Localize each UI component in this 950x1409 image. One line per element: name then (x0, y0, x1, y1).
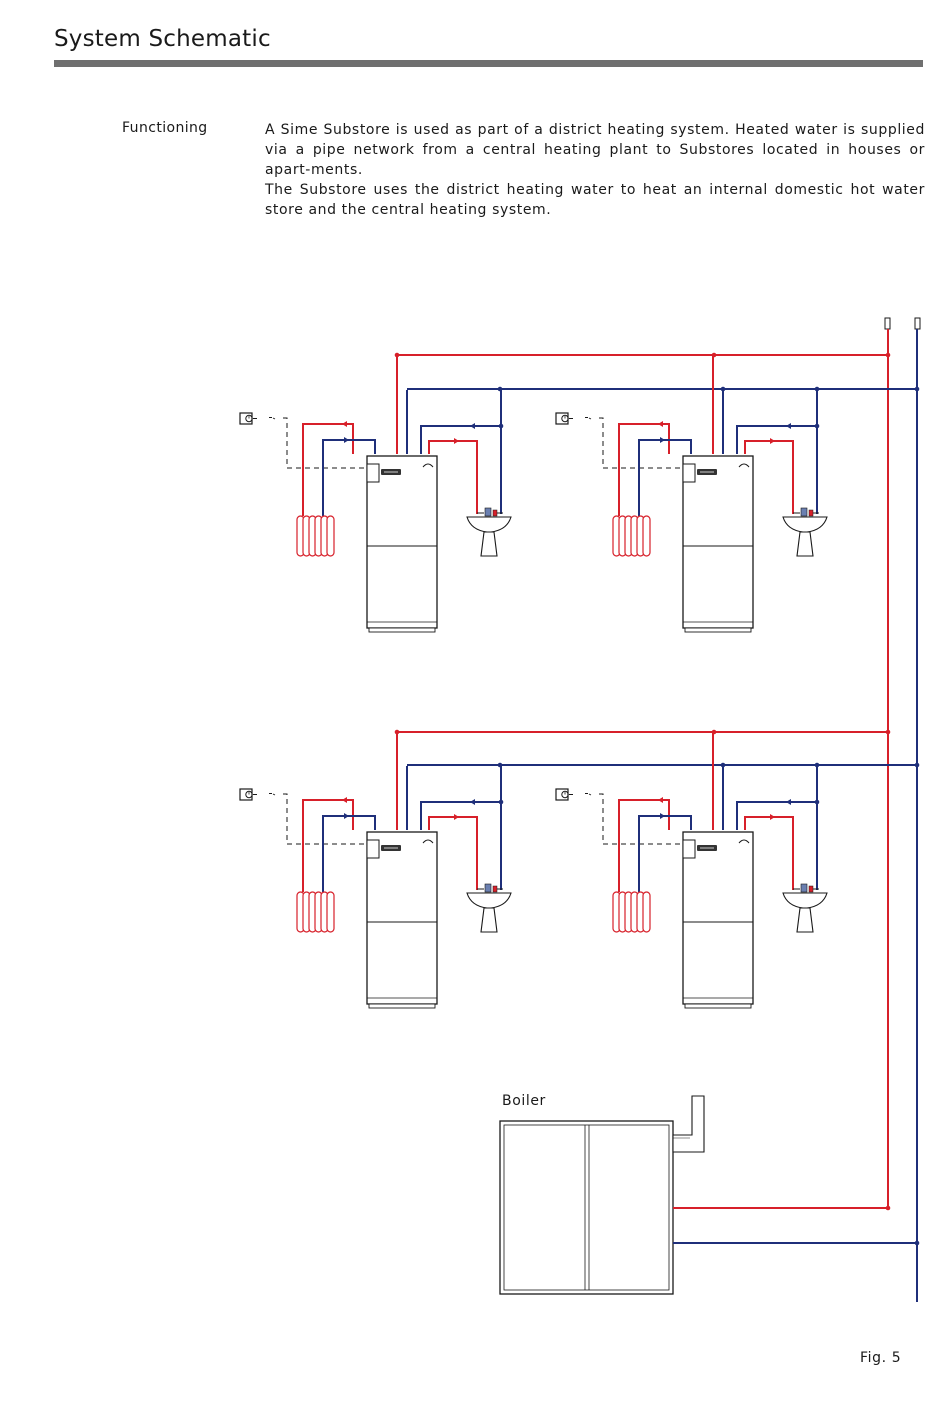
boiler-label: Boiler (502, 1093, 546, 1109)
intro-text: A Sime Substore is used as part of a dis… (265, 120, 925, 220)
intro-paragraph: A Sime Substore is used as part of a dis… (265, 122, 925, 178)
page-title: System Schematic (54, 26, 271, 52)
substore-unit (239, 730, 512, 1009)
section-label: Functioning (122, 120, 208, 136)
substore-unit (555, 354, 828, 633)
boiler-icon (499, 1120, 674, 1295)
substore-unit (239, 354, 512, 633)
title-rule (54, 60, 923, 67)
figure-label: Fig. 5 (860, 1350, 902, 1366)
substore-unit (555, 730, 828, 1009)
intro-paragraph: The Substore uses the district heating w… (265, 182, 925, 218)
flue-icon (672, 1095, 705, 1153)
